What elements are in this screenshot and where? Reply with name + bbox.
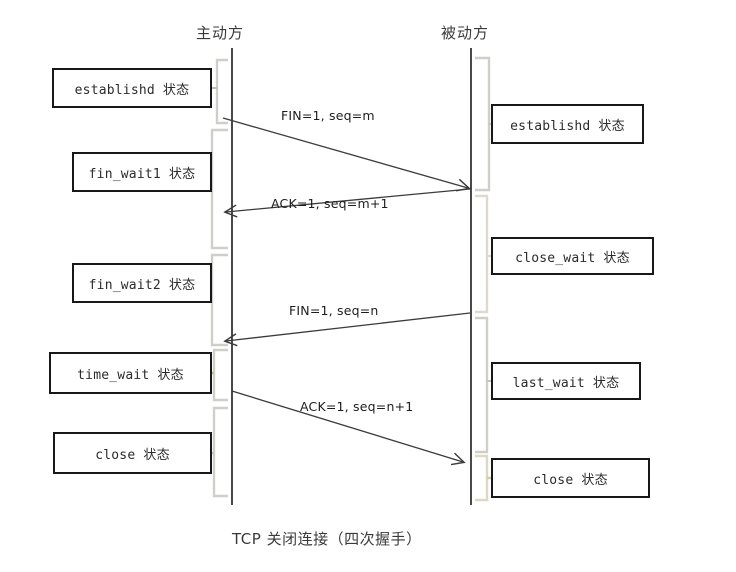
actor-label-passive: 被动方 (441, 24, 490, 42)
state-box-passive-close-wait: close_wait 状态 (491, 237, 654, 275)
state-box-active-fin-wait1: fin_wait1 状态 (72, 152, 212, 192)
message-label-ack-n1: ACK=1, seq=n+1 (300, 399, 414, 414)
message-label-fin-n: FIN=1, seq=n (289, 303, 379, 318)
actor-label-active: 主动方 (196, 24, 245, 42)
message-arrow-ack-m1 (226, 188, 471, 212)
state-box-passive-establishd: establishd 状态 (491, 104, 644, 144)
state-box-active-fin-wait2: fin_wait2 状态 (72, 263, 212, 303)
message-arrow-ack-n1 (231, 390, 463, 462)
state-box-passive-close: close 状态 (491, 458, 650, 498)
state-box-passive-last-wait: last_wait 状态 (491, 362, 641, 400)
state-box-active-close: close 状态 (53, 432, 212, 474)
state-box-active-time-wait: time_wait 状态 (49, 352, 212, 394)
state-box-active-establishd: establishd 状态 (52, 68, 212, 108)
message-arrow-fin-m (222, 117, 468, 188)
diagram-caption: TCP 关闭连接（四次握手） (232, 530, 422, 548)
message-arrow-fin-n (226, 312, 471, 341)
message-label-fin-m: FIN=1, seq=m (281, 108, 375, 123)
message-label-ack-m1: ACK=1, seq=m+1 (271, 196, 389, 211)
